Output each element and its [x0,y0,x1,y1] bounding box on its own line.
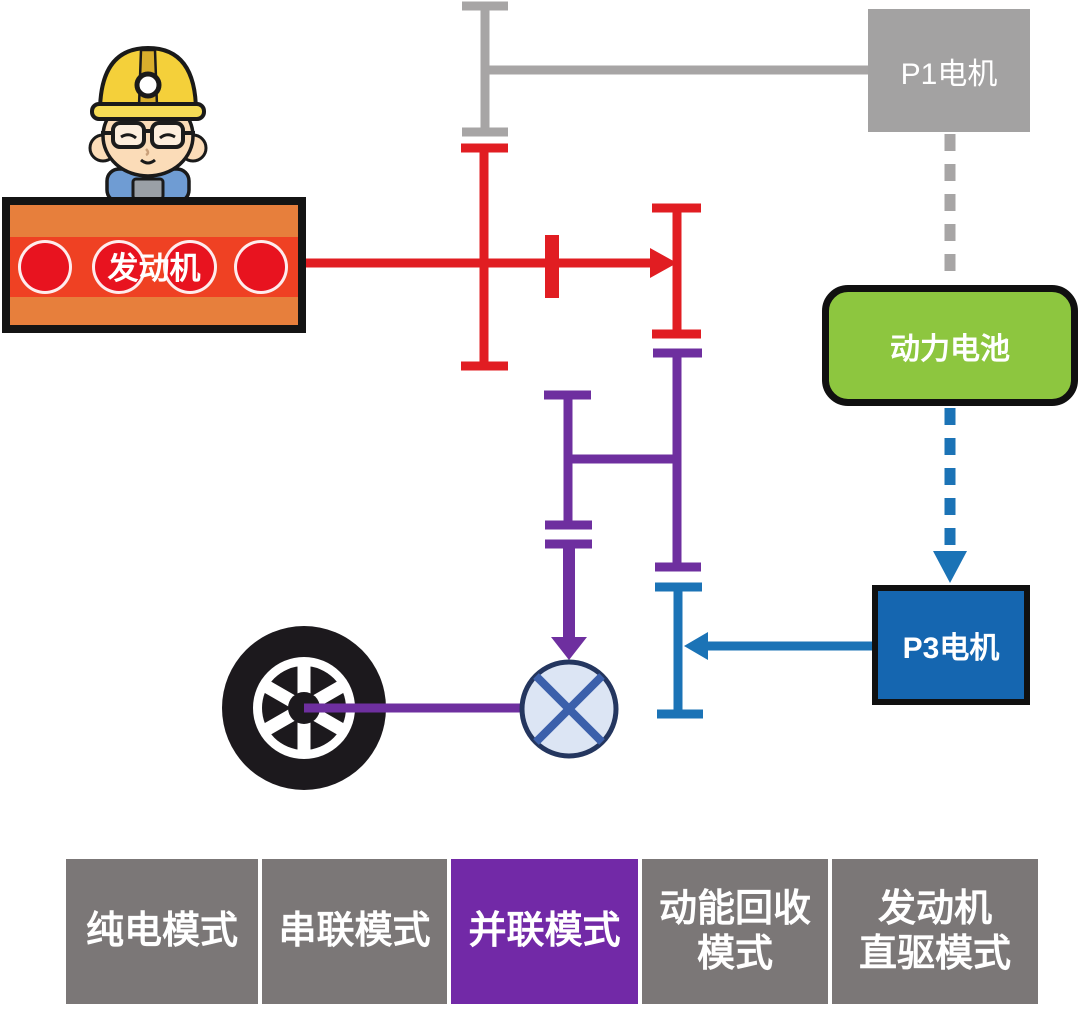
helmet-lamp [134,71,162,99]
mode-tab-series[interactable]: 串联模式 [262,859,447,1004]
engine-cylinder-icon [163,240,217,294]
p3-motor-label: P3电机 [902,632,1000,665]
engine-shaft-train [300,143,701,371]
mode-tab-energy-recovery[interactable]: 动能回收 模式 [642,859,828,1004]
clutch-bar [545,235,559,298]
engineer-avatar [88,45,208,204]
mode-tab-engine-direct[interactable]: 发动机 直驱模式 [832,859,1038,1004]
engine-cylinder-icon [234,240,288,294]
p3-gear-train [655,582,880,719]
p1-motor-label: P1电机 [900,57,998,91]
differential-cross-icon [519,659,619,759]
battery-p3-dashed-link [933,408,967,583]
engine-cylinder-icon [92,240,146,294]
p1-motor-box: P1电机 [868,9,1030,132]
mode-tab-parallel[interactable]: 并联模式 [451,859,638,1004]
mode-tab-pure-ev[interactable]: 纯电模式 [66,859,258,1004]
battery-box: 动力电池 [822,285,1078,406]
battery-label: 动力电池 [890,332,1010,366]
engine-cylinder-icon [18,240,72,294]
parallel-gear-set [544,348,702,660]
mode-tab-bar: 纯电模式 串联模式 并联模式 动能回收 模式 发动机 直驱模式 [0,859,1080,1004]
engine-block: 发动机 [2,197,306,333]
p1-gear-train [462,1,868,137]
engine-label: 发动机 [107,250,201,286]
p3-motor-box: P3电机 [872,585,1030,705]
